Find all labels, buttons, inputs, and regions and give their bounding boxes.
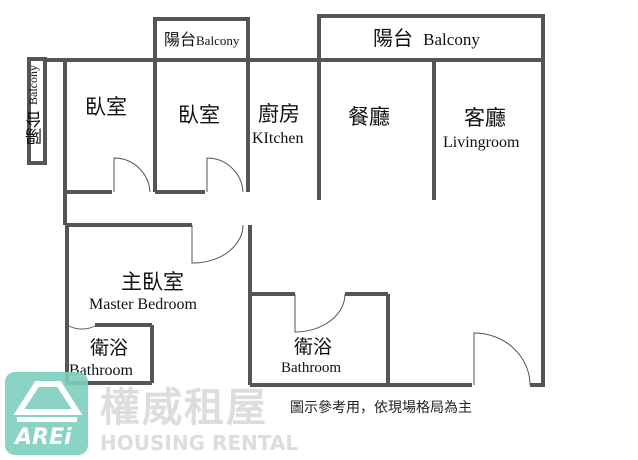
kitchen-label-zh: 廚房 (258, 102, 300, 126)
balcony-mid-label: 陽台Balcony (164, 30, 239, 49)
balcony-left-wall (27, 57, 47, 165)
watermark-en: HOUSING RENTAL (100, 431, 299, 455)
balcony-right-en: Balcony (423, 30, 480, 49)
balcony-left-label: 陽台 Balcony (26, 65, 46, 145)
door-entry (473, 332, 531, 386)
living-label-zh: 客廳 (464, 106, 506, 130)
dining-label: 餐廳 (348, 105, 390, 129)
bedroom2-label: 臥室 (178, 103, 220, 127)
balcony-right-wall (317, 14, 545, 60)
master-label-zh: 主臥室 (121, 270, 184, 294)
bedroom1-label: 臥室 (85, 95, 127, 119)
door-bath2 (294, 293, 346, 333)
balcony-right-zh: 陽台 (373, 26, 413, 50)
kitchen-label-en: KItchen (252, 130, 304, 147)
door-bedroom1 (113, 157, 151, 193)
watermark-zh: 權威租屋 (100, 385, 268, 431)
balcony-left-en: Balcony (26, 65, 40, 105)
door-bath1 (66, 324, 98, 330)
balcony-mid-zh: 陽台 (164, 30, 197, 49)
door-master (191, 224, 244, 264)
living-label-en: Livingroom (443, 134, 520, 151)
bath1-label-zh: 衛浴 (90, 337, 129, 359)
arei-logo: AREi (5, 372, 88, 455)
balcony-right-label: 陽台 Balcony (373, 26, 480, 50)
doors (66, 157, 531, 386)
walls (27, 14, 545, 387)
master-label-en: Master Bedroom (89, 296, 197, 313)
house-icon (13, 381, 83, 422)
bath2-label-zh: 衛浴 (294, 336, 333, 358)
logo-text: AREi (15, 425, 72, 450)
balcony-mid-en: Balcony (196, 33, 240, 48)
balcony-left-zh: 陽台 (26, 111, 46, 145)
door-bedroom2 (206, 157, 244, 193)
bath2-label-en: Bathroom (281, 360, 341, 376)
disclaimer-note: 圖示參考用，依現場格局為主 (290, 400, 472, 416)
